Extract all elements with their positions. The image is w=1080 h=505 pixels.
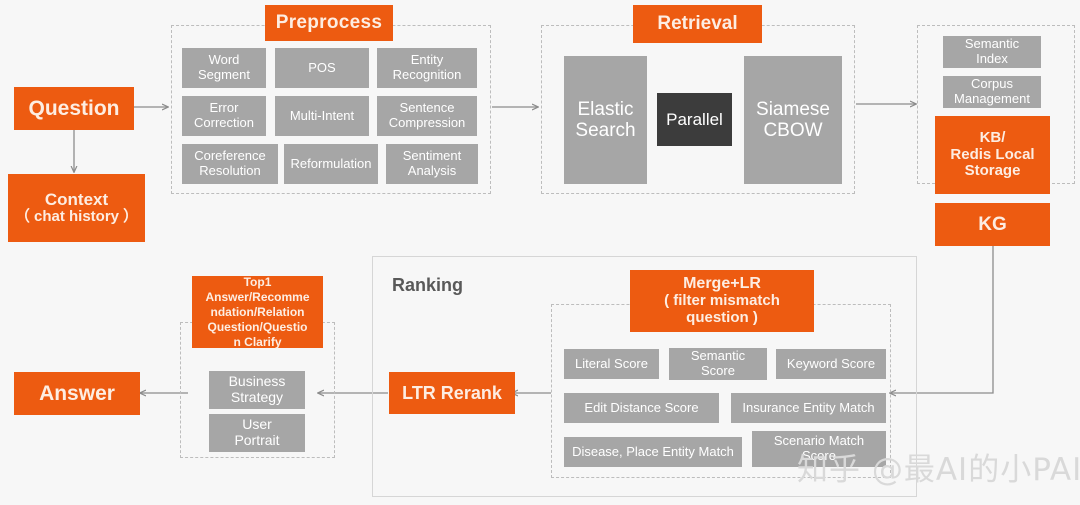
label: Keyword Score bbox=[786, 355, 876, 371]
preprocess-item-reformulation[interactable]: Reformulation bbox=[284, 144, 378, 184]
score-item-keyword-score[interactable]: Keyword Score bbox=[776, 349, 886, 379]
retrieval-title: Retrieval bbox=[633, 5, 762, 43]
label: Disease, Place Entity Match bbox=[572, 443, 734, 459]
merge-lr-line2: ( filter mismatch bbox=[664, 292, 780, 310]
top1-line1: Top1 bbox=[243, 274, 272, 289]
merge-lr-line3: question ) bbox=[686, 308, 758, 326]
top1-line3: ndation/Relation bbox=[210, 304, 305, 319]
parallel-node[interactable]: Parallel bbox=[657, 93, 732, 146]
label: Edit Distance Score bbox=[584, 399, 699, 415]
score-item-literal-score[interactable]: Literal Score bbox=[564, 349, 659, 379]
label: Reformulation bbox=[290, 155, 372, 171]
preprocess-title: Preprocess bbox=[265, 5, 393, 41]
label: Literal Score bbox=[575, 355, 648, 371]
merge-lr-line1: Merge+LR bbox=[683, 275, 761, 293]
merge-lr-node[interactable]: Merge+LR ( filter mismatch question ) bbox=[630, 270, 814, 332]
top1-line4: Question/Questio bbox=[207, 319, 308, 334]
top1-line2: Answer/Recomme bbox=[205, 289, 310, 304]
kg-node[interactable]: KG bbox=[935, 203, 1050, 246]
context-node[interactable]: Context （ chat history ） bbox=[8, 174, 145, 242]
score-item-insurance-entity-match[interactable]: Insurance Entity Match bbox=[731, 393, 886, 423]
score-item-disease-place-entity-match[interactable]: Disease, Place Entity Match bbox=[564, 437, 742, 467]
ltr-rerank-node[interactable]: LTR Rerank bbox=[389, 372, 515, 414]
top1-line5: n Clarify bbox=[233, 334, 282, 349]
label: Insurance Entity Match bbox=[742, 399, 875, 415]
context-label-line1: Context bbox=[44, 190, 109, 210]
label: Multi-Intent bbox=[289, 107, 355, 123]
context-label-line2: （ chat history ） bbox=[14, 208, 139, 226]
question-node[interactable]: Question bbox=[14, 87, 134, 130]
preprocess-item-multi-intent[interactable]: Multi-Intent bbox=[275, 96, 369, 136]
label: POS bbox=[308, 59, 336, 75]
ranking-title: Ranking bbox=[392, 275, 464, 295]
preprocess-item-pos[interactable]: POS bbox=[275, 48, 369, 88]
top1-node[interactable]: Top1 Answer/Recomme ndation/Relation Que… bbox=[192, 274, 323, 349]
answer-node[interactable]: Answer bbox=[14, 372, 140, 415]
score-item-edit-distance-score[interactable]: Edit Distance Score bbox=[564, 393, 719, 423]
watermark: 知乎 @最AI的小PAI bbox=[797, 452, 1080, 488]
ranking-group bbox=[372, 256, 917, 497]
